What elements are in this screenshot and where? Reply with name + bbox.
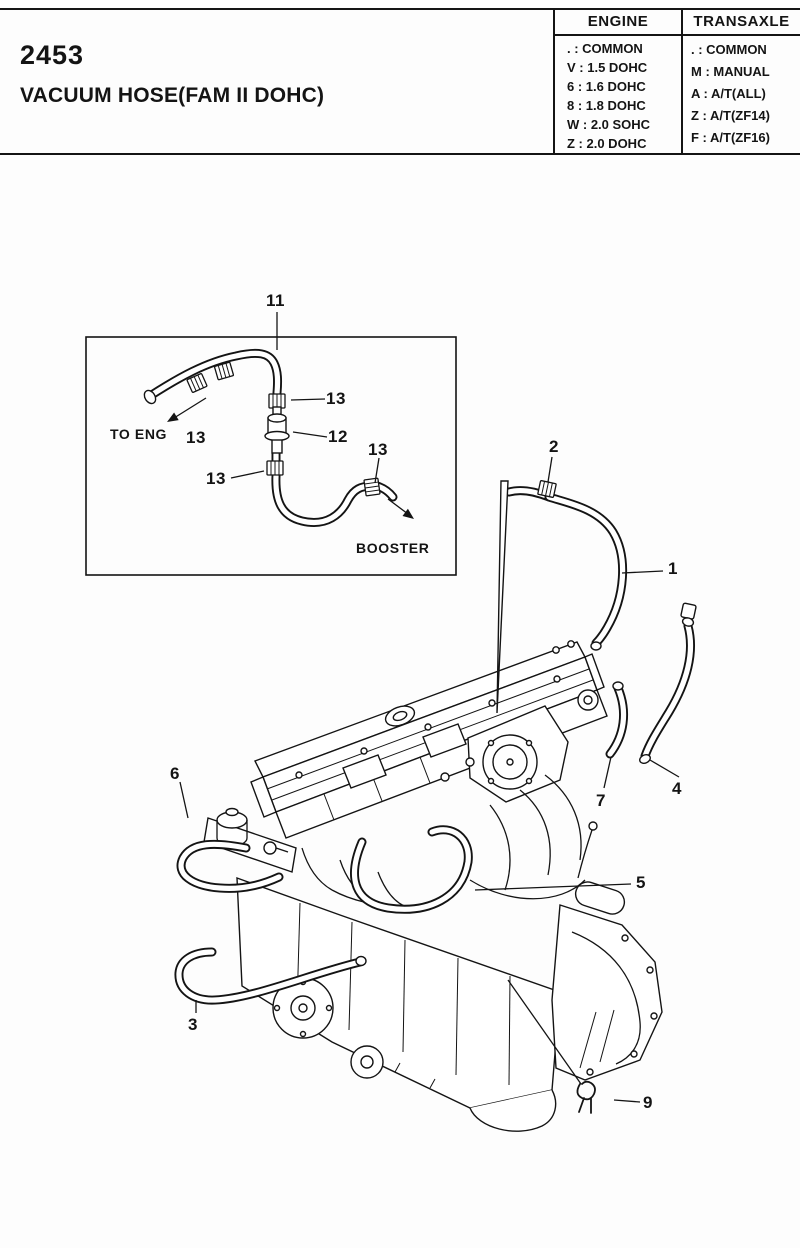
legend-transaxle-column: TRANSAXLE . : COMMON M : MANUAL A : A/T(… xyxy=(683,10,800,153)
legend-row: W : 2.0 SOHC xyxy=(567,117,651,132)
hose-clamp-2 xyxy=(537,480,557,498)
to-eng-arrow xyxy=(167,397,207,422)
check-valve-12 xyxy=(264,406,290,454)
legend-row: 8 : 1.8 DOHC xyxy=(567,98,646,113)
inset-hose-detail xyxy=(85,336,457,576)
water-pump-pulley xyxy=(272,977,334,1039)
legend-engine-header: ENGINE xyxy=(555,10,681,36)
oil-pan xyxy=(469,1089,557,1132)
callout-2: 2 xyxy=(549,437,559,456)
legend-transaxle-rows: . : COMMON M : MANUAL A : A/T(ALL) Z : A… xyxy=(683,36,800,149)
starter-motor xyxy=(574,881,626,915)
booster-arrow xyxy=(387,498,414,519)
inset-border xyxy=(85,336,457,576)
legend-row: M : MANUAL xyxy=(691,64,770,79)
page-header: 2453 VACUUM HOSE(FAM II DOHC) ENGINE . :… xyxy=(0,8,800,155)
hose-clamp xyxy=(186,373,208,393)
legend-row: . : COMMON xyxy=(691,42,767,57)
legend-transaxle-header: TRANSAXLE xyxy=(683,10,800,36)
engine-block xyxy=(236,876,561,1132)
vacuum-hose-1 xyxy=(509,491,623,651)
callout-12: 12 xyxy=(328,427,348,446)
callout-13: 13 xyxy=(368,440,388,459)
vacuum-hose-4 xyxy=(639,602,697,765)
vacuum-hose-3 xyxy=(179,952,367,1000)
hose-clamp xyxy=(266,460,284,476)
legend-row: V : 1.5 DOHC xyxy=(567,60,648,75)
engine-illustration xyxy=(203,640,663,1132)
throttle-body xyxy=(467,705,569,803)
legend-engine-rows: . : COMMON V : 1.5 DOHC 6 : 1.6 DOHC 8 :… xyxy=(555,36,681,153)
vacuum-hose-5 xyxy=(355,830,469,909)
leader-lines xyxy=(179,312,680,1103)
legend-row: Z : 2.0 DOHC xyxy=(567,136,647,151)
booster-label: BOOSTER xyxy=(356,540,430,556)
hose-clamp xyxy=(363,477,381,497)
legend-row: 6 : 1.6 DOHC xyxy=(567,79,646,94)
callout-4: 4 xyxy=(672,779,682,798)
callout-9: 9 xyxy=(643,1093,653,1112)
legend-row: A : A/T(ALL) xyxy=(691,86,766,101)
callout-7: 7 xyxy=(596,791,606,810)
callout-1: 1 xyxy=(668,559,678,578)
bell-housing xyxy=(551,904,663,1081)
callout-5: 5 xyxy=(636,873,646,892)
dipstick xyxy=(577,829,593,879)
legend-row: Z : A/T(ZF14) xyxy=(691,108,770,123)
legend-row: . : COMMON xyxy=(567,41,643,56)
legend-table: ENGINE . : COMMON V : 1.5 DOHC 6 : 1.6 D… xyxy=(553,10,800,153)
hose-clamp xyxy=(268,393,286,409)
legend-engine-column: ENGINE . : COMMON V : 1.5 DOHC 6 : 1.6 D… xyxy=(555,10,683,153)
callout-11: 11 xyxy=(266,291,285,310)
callout-13: 13 xyxy=(186,428,206,447)
hose-clip-9 xyxy=(576,1080,596,1114)
hose-clamp xyxy=(213,361,235,381)
to-eng-label: TO ENG xyxy=(110,426,168,442)
vacuum-hose-7 xyxy=(610,681,624,754)
callout-3: 3 xyxy=(188,1015,198,1034)
page-title: VACUUM HOSE(FAM II DOHC) xyxy=(20,84,325,107)
canister-assembly xyxy=(203,807,297,873)
intake-manifold xyxy=(469,774,586,900)
header-title-block: 2453 VACUUM HOSE(FAM II DOHC) xyxy=(0,10,553,153)
page-code: 2453 xyxy=(20,40,85,70)
legend-row: F : A/T(ZF16) xyxy=(691,130,770,145)
callout-6: 6 xyxy=(170,764,180,783)
leader-wedge xyxy=(496,480,509,714)
inset-hose-to-engine xyxy=(143,353,278,405)
callout-13: 13 xyxy=(206,469,226,488)
callout-13: 13 xyxy=(326,389,346,408)
